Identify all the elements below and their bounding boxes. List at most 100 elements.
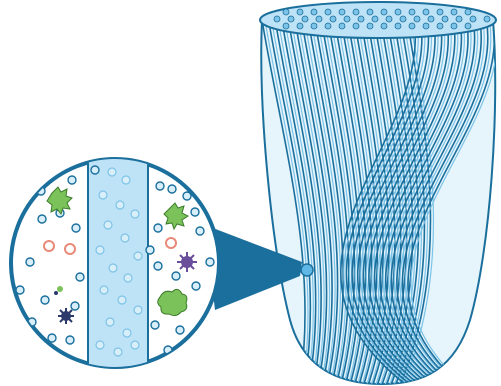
- particle: [106, 318, 114, 326]
- magnifier-circle-icon: [11, 150, 219, 380]
- fiber-opening: [311, 23, 317, 29]
- fiber-opening: [428, 16, 434, 22]
- fiber-opening: [400, 16, 406, 22]
- particle: [96, 246, 104, 254]
- fiber-opening: [484, 16, 490, 22]
- particle: [68, 176, 76, 184]
- fiber-opening: [316, 16, 322, 22]
- particle: [123, 329, 131, 337]
- fiber-opening: [372, 16, 378, 22]
- fiber-opening: [288, 16, 294, 22]
- red-particle: [65, 244, 75, 254]
- particle: [96, 341, 104, 349]
- red-particle: [166, 238, 176, 248]
- particle: [38, 215, 46, 223]
- fiber-opening: [451, 23, 457, 29]
- particle: [26, 258, 34, 266]
- particle: [118, 296, 126, 304]
- fiber-opening: [367, 23, 373, 29]
- fiber-opening: [456, 16, 462, 22]
- fiber-opening: [386, 16, 392, 22]
- fiber-opening: [437, 23, 443, 29]
- fiber-opening: [423, 23, 429, 29]
- fiber-opening: [339, 9, 345, 15]
- fiber-opening: [297, 9, 303, 15]
- particle: [122, 176, 130, 184]
- particle: [76, 273, 84, 281]
- fiber-opening: [330, 16, 336, 22]
- particle: [72, 224, 80, 232]
- fiber-opening: [325, 9, 331, 15]
- pointer-icon: [301, 264, 313, 276]
- particle: [151, 321, 159, 329]
- particle: [114, 348, 122, 356]
- fiber-bundle: [261, 20, 497, 384]
- fiber-opening: [297, 23, 303, 29]
- fiber-opening: [423, 9, 429, 15]
- fiber-opening: [381, 9, 387, 15]
- particle: [131, 341, 139, 349]
- particle: [146, 246, 154, 254]
- fiber-opening: [465, 23, 471, 29]
- particle: [134, 252, 142, 260]
- cell-icon: [57, 286, 63, 292]
- cell-icon: [54, 291, 58, 295]
- fiber-opening: [358, 16, 364, 22]
- virus-icon: [58, 308, 74, 324]
- fiber-opening: [325, 23, 331, 29]
- particle: [109, 264, 117, 272]
- particle: [131, 210, 139, 218]
- fiber-opening: [465, 9, 471, 15]
- particle: [121, 234, 129, 242]
- fiber-opening: [470, 16, 476, 22]
- fiber-opening: [409, 9, 415, 15]
- fiber-opening: [274, 16, 280, 22]
- fiber-opening: [353, 23, 359, 29]
- particle: [41, 296, 49, 304]
- fiber-opening: [283, 23, 289, 29]
- fiber-opening: [437, 9, 443, 15]
- particle: [192, 282, 200, 290]
- particle: [66, 336, 74, 344]
- particle: [100, 286, 108, 294]
- fiber-opening: [311, 9, 317, 15]
- fiber-opening: [395, 23, 401, 29]
- fiber-opening: [339, 23, 345, 29]
- particle: [196, 227, 204, 235]
- particle: [168, 185, 176, 193]
- particle: [16, 286, 24, 294]
- particle: [99, 191, 107, 199]
- particle: [156, 182, 164, 190]
- fiber-opening: [451, 9, 457, 15]
- fiber-opening: [381, 23, 387, 29]
- particle: [176, 326, 184, 334]
- particle: [116, 201, 124, 209]
- particle: [108, 168, 116, 176]
- particle: [191, 208, 199, 216]
- particle: [91, 166, 99, 174]
- particle: [134, 306, 142, 314]
- fiber-opening: [283, 9, 289, 15]
- red-particle: [44, 241, 54, 251]
- virus-icon: [177, 252, 197, 272]
- fiber-opening: [302, 16, 308, 22]
- particle: [154, 262, 162, 270]
- particle: [183, 192, 191, 200]
- particle: [71, 302, 79, 310]
- fiber-opening: [409, 23, 415, 29]
- particle: [154, 224, 162, 232]
- bundle-top: [260, 2, 496, 38]
- fiber-opening: [344, 16, 350, 22]
- particle: [206, 258, 214, 266]
- fiber-opening: [414, 16, 420, 22]
- particle: [48, 334, 56, 342]
- particle: [172, 272, 180, 280]
- fiber-opening: [353, 9, 359, 15]
- particle: [124, 274, 132, 282]
- fiber-opening: [367, 9, 373, 15]
- particle: [104, 221, 112, 229]
- fiber-opening: [442, 16, 448, 22]
- fiber-opening: [395, 9, 401, 15]
